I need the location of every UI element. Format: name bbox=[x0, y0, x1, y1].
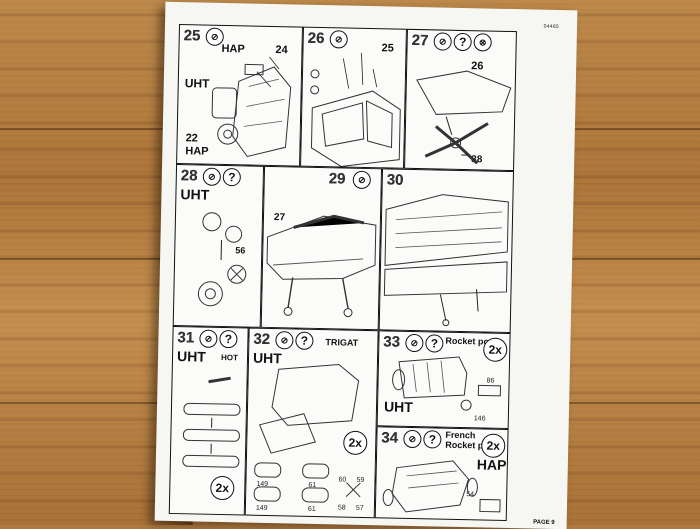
step-28-panel: 28 ⊘ ? UHT 56 bbox=[172, 164, 265, 328]
step-32-panel: 32 ⊘ ? UHT TRIGAT 2x 149 61 60 59 149 61… bbox=[244, 327, 379, 519]
step-30-drawing bbox=[383, 194, 509, 327]
page-number: PAGE 9 bbox=[533, 519, 555, 527]
steps-grid: 25 ⊘ HAP 24 UHT 22 HAP 26 ⊘ 25 bbox=[168, 24, 561, 522]
step-33-drawing bbox=[392, 356, 502, 411]
step-30-panel: 30 bbox=[378, 168, 515, 334]
step-33-panel: 33 ⊘ ? Rocket pod 2x UHT 86 146 bbox=[376, 330, 511, 430]
instruction-sheet: 04465 25 ⊘ HAP 24 UHT 22 HAP 26 ⊘ 25 bbox=[154, 1, 578, 529]
step-25-panel: 25 ⊘ HAP 24 UHT 22 HAP bbox=[176, 24, 303, 167]
step-26-panel: 26 ⊘ 25 bbox=[300, 26, 407, 169]
step-29-drawing bbox=[266, 214, 377, 318]
step-32-drawing bbox=[253, 363, 361, 503]
step-29-panel: 29 ⊘ 27 bbox=[260, 165, 383, 331]
step-28-drawing bbox=[197, 212, 247, 307]
step-27-panel: 27 ⊘ ? ⊗ 26 38 bbox=[404, 28, 517, 172]
step-31-drawing bbox=[182, 376, 241, 468]
step-34-panel: 34 ⊘ ? French Rocket pod 2x HAP 54 bbox=[374, 426, 509, 522]
step-31-panel: 31 ⊘ ? UHT HOT 2x bbox=[168, 325, 249, 516]
step-25-drawing bbox=[211, 56, 292, 158]
sheet-code: 04465 bbox=[543, 23, 560, 30]
step-26-drawing bbox=[310, 52, 401, 167]
step-34-drawing bbox=[382, 460, 501, 513]
step-27-drawing bbox=[416, 70, 512, 165]
